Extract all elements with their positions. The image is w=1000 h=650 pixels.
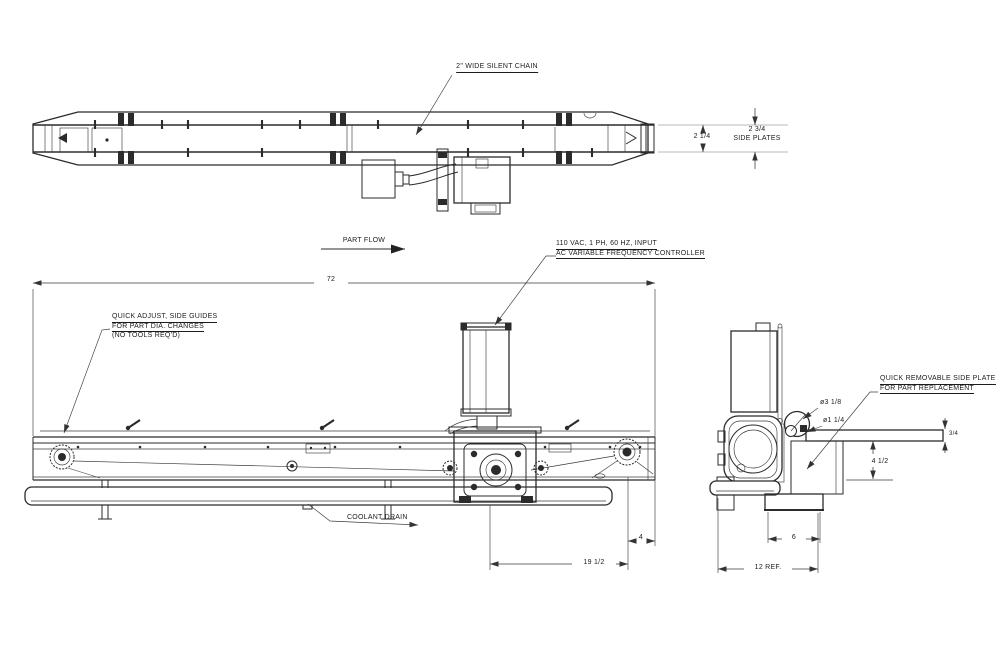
slot xyxy=(594,473,606,479)
vfd-controller-end xyxy=(730,330,778,413)
gearbox xyxy=(442,426,549,503)
note-vfd: 110 VAC, 1 PH, 60 HZ, INPUT AC VARIABLE … xyxy=(556,240,705,259)
tail-arrow xyxy=(58,133,67,143)
dim-text-overall-length: 72 xyxy=(324,276,338,283)
dim-overall-length xyxy=(32,280,656,546)
note-vfd-line1: 110 VAC, 1 PH, 60 HZ, INPUT xyxy=(556,240,658,250)
note-side-plate-line1: QUICK REMOVABLE SIDE PLATE xyxy=(880,375,996,385)
leader-shaft-dia xyxy=(806,425,823,433)
dim-drive-length xyxy=(489,477,629,570)
dim-text-chain-width: 2 1/4 xyxy=(693,133,711,140)
idler-roller xyxy=(286,460,298,472)
note-silent-chain-text: 2" WIDE SILENT CHAIN xyxy=(456,63,538,73)
dim-base-width xyxy=(767,512,821,543)
dim-text-plate-thickness: 3/4 xyxy=(949,431,959,437)
gearhead-plan xyxy=(453,156,511,204)
dim-drive-height xyxy=(846,441,893,481)
end-bracket xyxy=(640,123,647,154)
note-side-guides: QUICK ADJUST, SIDE GUIDES FOR PART DIA. … xyxy=(112,313,218,341)
dim-text-shaft-dia: ø1 1/4 xyxy=(823,417,845,424)
dim-text-tail-offset: 4 xyxy=(636,534,646,541)
note-silent-chain: 2" WIDE SILENT CHAIN xyxy=(456,63,538,73)
leader-side-plate xyxy=(806,391,878,470)
dim-text-roller-dia: ø3 1/8 xyxy=(820,399,842,406)
notch xyxy=(583,112,597,119)
motor-end xyxy=(723,415,783,483)
leader-roller-dia xyxy=(802,407,819,420)
side-view xyxy=(24,322,656,520)
tail-sprocket xyxy=(49,444,75,470)
motor-plan xyxy=(361,159,396,199)
note-part-flow: PART FLOW xyxy=(342,237,386,244)
head-sprocket xyxy=(613,438,641,466)
shaft-end xyxy=(800,425,807,432)
removable-side-plate xyxy=(805,429,944,442)
note-side-plate-line2: FOR PART REPLACEMENT xyxy=(880,385,975,394)
note-coolant-drain: COOLANT DRAIN xyxy=(347,514,408,521)
drain-fitting xyxy=(302,504,313,510)
note-side-guides-line1: QUICK ADJUST, SIDE GUIDES xyxy=(112,313,218,323)
note-side-plate: QUICK REMOVABLE SIDE PLATE FOR PART REPL… xyxy=(880,375,996,394)
end-bracket xyxy=(647,123,655,154)
rail-bolts xyxy=(76,445,642,449)
stand-column xyxy=(790,440,844,495)
tail-block xyxy=(59,127,89,153)
dim-text-side-plates: 2 3/4 SIDE PLATES xyxy=(733,126,781,142)
leader-vfd xyxy=(494,255,556,326)
dim-text-drive-length: 19 1/2 xyxy=(581,559,607,566)
conduit xyxy=(408,163,457,177)
vfd-controller xyxy=(444,322,512,435)
note-side-guides-line3: (NO TOOLS REQ'D) xyxy=(112,332,181,339)
guide-clamps xyxy=(118,113,572,164)
dim-text-drive-height: 4 1/2 xyxy=(869,458,891,465)
conveyor-body-outline xyxy=(32,111,649,166)
end-view xyxy=(709,322,944,512)
coolant-pan xyxy=(24,486,613,506)
note-side-guides-line2: FOR PART DIA. CHANGES xyxy=(112,323,204,332)
stand-base xyxy=(764,493,824,511)
discharge-arrow xyxy=(625,131,637,145)
dim-text-overall-width: 12 REF. xyxy=(752,564,784,571)
note-vfd-line2: AC VARIABLE FREQUENCY CONTROLLER xyxy=(556,250,705,259)
leader-silent-chain xyxy=(415,74,453,136)
dim-chain-width xyxy=(700,108,758,169)
support-legs xyxy=(98,480,395,520)
dim-overall-width xyxy=(717,498,819,573)
chain-pins xyxy=(93,120,594,157)
top-view xyxy=(32,111,788,215)
leader-coolant-drain xyxy=(307,503,419,528)
pan-end xyxy=(709,480,781,496)
mount-plate xyxy=(436,148,449,212)
guide-adjust-levers xyxy=(125,419,580,431)
leader-side-guides xyxy=(63,328,111,434)
drive-plan xyxy=(361,148,511,215)
dim-text-base-width: 6 xyxy=(789,534,799,541)
